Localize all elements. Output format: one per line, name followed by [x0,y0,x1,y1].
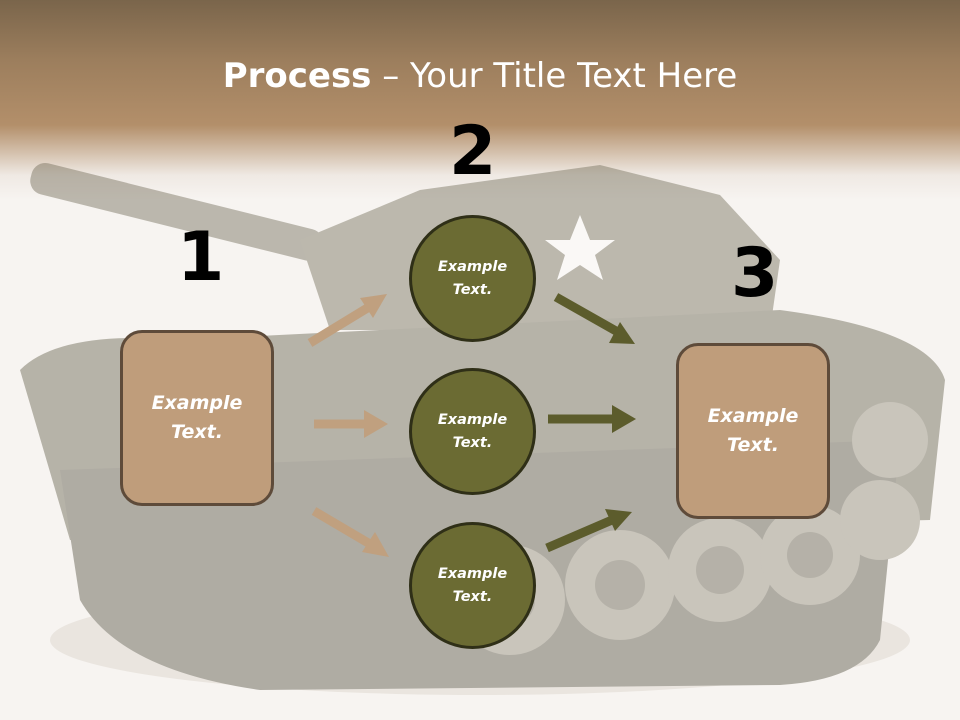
circle-top-text: Example Text. [437,258,508,298]
step-1-box: Example Text. [120,330,274,506]
circle-bottom-text: Example Text. [437,565,508,605]
step-2-circle-top: Example Text. [409,215,536,342]
step-number-2: 2 [449,112,497,191]
step-number-3: 3 [731,234,779,313]
step-3-text: Example Text. [707,405,799,456]
tan-arrow-middle [314,410,388,438]
olive-arrow-top [553,293,635,344]
step-2-circle-bottom: Example Text. [409,522,536,649]
title-rest: – Your Title Text Here [371,56,738,96]
tan-arrow-up [307,294,387,347]
olive-arrow-middle [548,405,636,433]
title-bold: Process [222,56,372,96]
step-3-box: Example Text. [676,343,830,519]
step-number-1: 1 [177,218,225,297]
step-1-text: Example Text. [151,392,243,443]
circle-middle-text: Example Text. [437,411,508,451]
olive-arrow-bottom [545,509,632,553]
step-2-circle-middle: Example Text. [409,368,536,495]
tan-arrow-down [311,507,389,557]
slide-title: Process – Your Title Text Here [0,54,960,98]
